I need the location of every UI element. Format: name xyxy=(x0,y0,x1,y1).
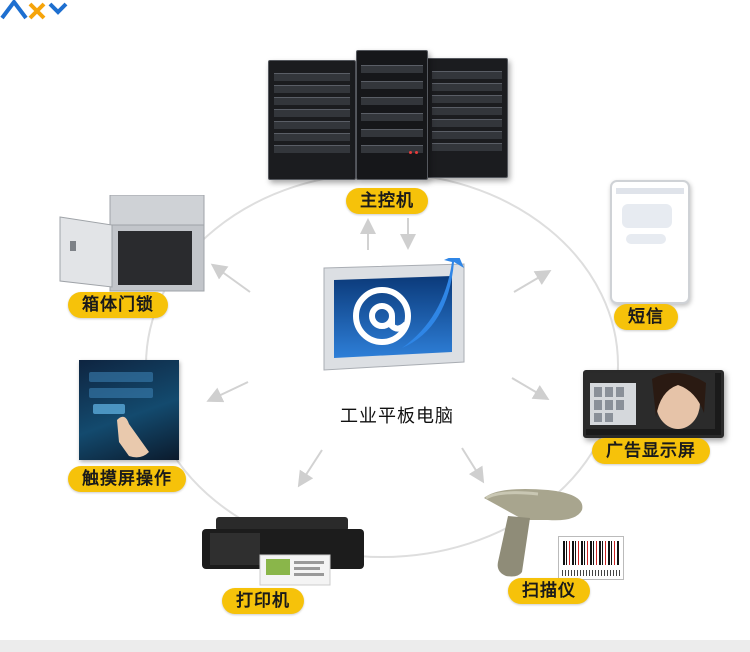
barcode-scanner-icon xyxy=(478,480,588,580)
locker-door-icon xyxy=(56,194,206,293)
touch-screen-icon xyxy=(79,360,179,460)
node-label-scanner: 扫描仪 xyxy=(508,578,590,604)
node-label-ad: 广告显示屏 xyxy=(592,438,710,464)
tablet-email-icon xyxy=(318,254,468,378)
arrow-to-scanner xyxy=(461,447,485,484)
arrow-to-lock xyxy=(210,263,251,293)
node-label-host: 主控机 xyxy=(346,188,428,214)
brand-logo-icon xyxy=(0,0,68,20)
arrow-to-sms xyxy=(513,269,552,293)
node-label-lock: 箱体门锁 xyxy=(68,292,168,318)
smartphone-icon xyxy=(610,180,690,304)
center-label: 工业平板电脑 xyxy=(340,406,454,427)
arrow-to-touch xyxy=(206,381,249,403)
ad-display-icon xyxy=(583,370,724,438)
arrow-to-printer xyxy=(297,449,323,488)
node-label-printer: 打印机 xyxy=(222,588,304,614)
node-label-sms: 短信 xyxy=(614,304,678,330)
bottom-band xyxy=(0,640,750,652)
printer-icon xyxy=(198,515,368,587)
server-rack-icon xyxy=(268,50,508,180)
arrow-to-ad xyxy=(511,377,550,401)
barcode-icon xyxy=(558,536,624,580)
node-label-touch: 触摸屏操作 xyxy=(68,466,186,492)
